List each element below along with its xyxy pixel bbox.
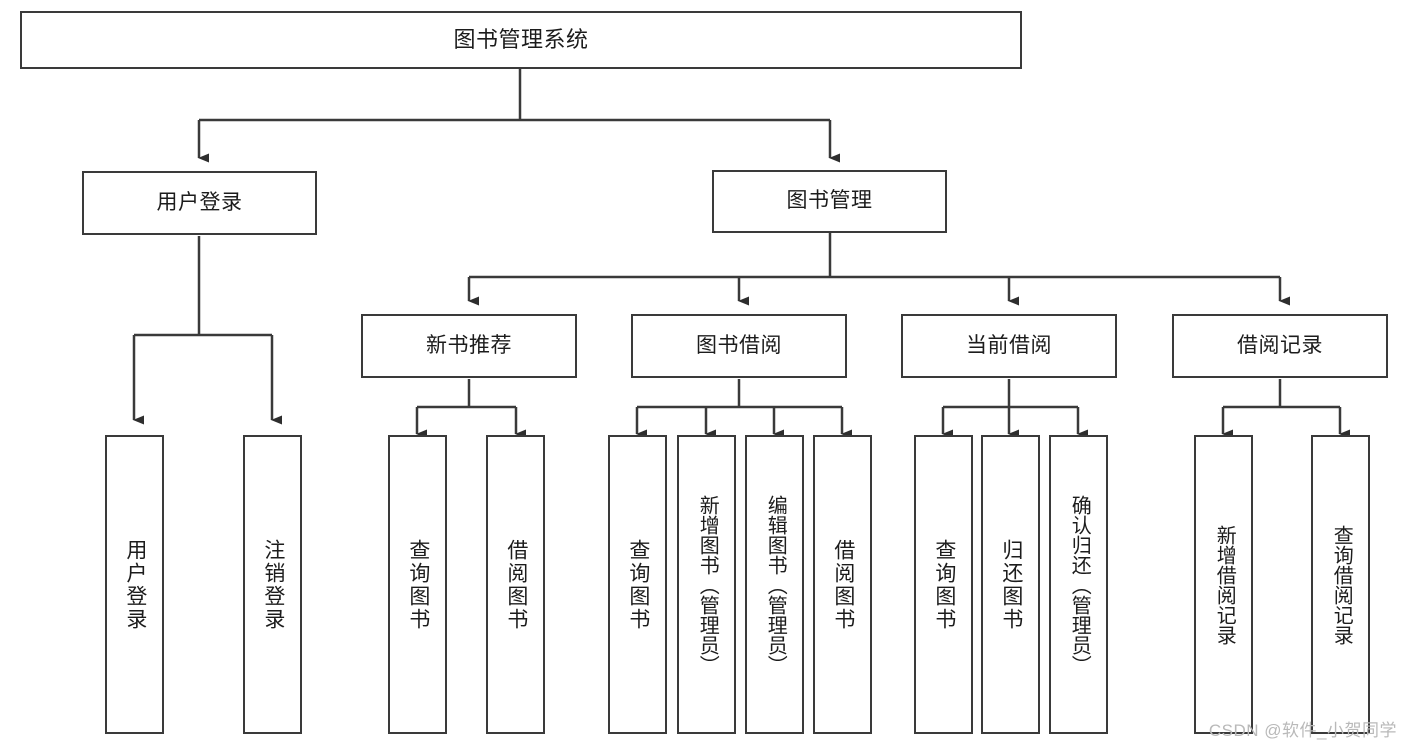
leaf-query-book-new-rec[interactable]: 查询图书 [388, 435, 447, 734]
node-label: 编辑图书（管理员） [764, 494, 787, 675]
node-book-management[interactable]: 图书管理 [712, 170, 947, 233]
csdn-watermark: CSDN @软件_小贺同学 [1208, 721, 1397, 740]
leaf-query-borrow-record[interactable]: 查询借阅记录 [1311, 435, 1370, 734]
node-label: 查询图书 [932, 538, 956, 631]
node-label: 查询图书 [406, 538, 430, 631]
node-root-book-management-system[interactable]: 图书管理系统 [20, 11, 1022, 69]
leaf-add-borrow-record[interactable]: 新增借阅记录 [1194, 435, 1253, 734]
node-label: 查询借阅记录 [1330, 524, 1353, 645]
leaf-borrow-book-new-rec[interactable]: 借阅图书 [486, 435, 545, 734]
node-label: 用户登录 [123, 538, 147, 631]
node-label: 借阅记录 [1237, 333, 1323, 357]
node-label: 注销登录 [261, 538, 285, 631]
node-label: 当前借阅 [966, 333, 1052, 357]
leaf-query-book-current[interactable]: 查询图书 [914, 435, 973, 734]
leaf-borrow-book-borrow[interactable]: 借阅图书 [813, 435, 872, 734]
node-book-borrowing[interactable]: 图书借阅 [631, 314, 847, 378]
node-label: 借阅图书 [831, 538, 855, 631]
node-label: 新增图书（管理员） [696, 494, 719, 675]
leaf-return-book[interactable]: 归还图书 [981, 435, 1040, 734]
leaf-add-book-admin[interactable]: 新增图书（管理员） [677, 435, 736, 734]
leaf-edit-book-admin[interactable]: 编辑图书（管理员） [745, 435, 804, 734]
leaf-query-book-borrow[interactable]: 查询图书 [608, 435, 667, 734]
node-label: 图书管理系统 [453, 27, 589, 53]
node-label: 确认归还（管理员） [1068, 494, 1091, 675]
node-new-book-recommendation[interactable]: 新书推荐 [361, 314, 577, 378]
leaf-logout-login[interactable]: 注销登录 [243, 435, 302, 734]
node-label: 用户登录 [156, 190, 243, 214]
node-label: 查询图书 [626, 538, 650, 631]
leaf-confirm-return-admin[interactable]: 确认归还（管理员） [1049, 435, 1108, 734]
node-label: 归还图书 [999, 538, 1023, 631]
node-label: 图书管理 [786, 189, 873, 213]
node-borrowing-record[interactable]: 借阅记录 [1172, 314, 1388, 378]
leaf-user-login[interactable]: 用户登录 [105, 435, 164, 734]
node-current-borrowing[interactable]: 当前借阅 [901, 314, 1117, 378]
node-user-login[interactable]: 用户登录 [82, 171, 317, 235]
node-label: 借阅图书 [504, 538, 528, 631]
node-label: 图书借阅 [696, 333, 782, 357]
node-label: 新书推荐 [426, 333, 512, 357]
node-label: 新增借阅记录 [1213, 524, 1236, 645]
